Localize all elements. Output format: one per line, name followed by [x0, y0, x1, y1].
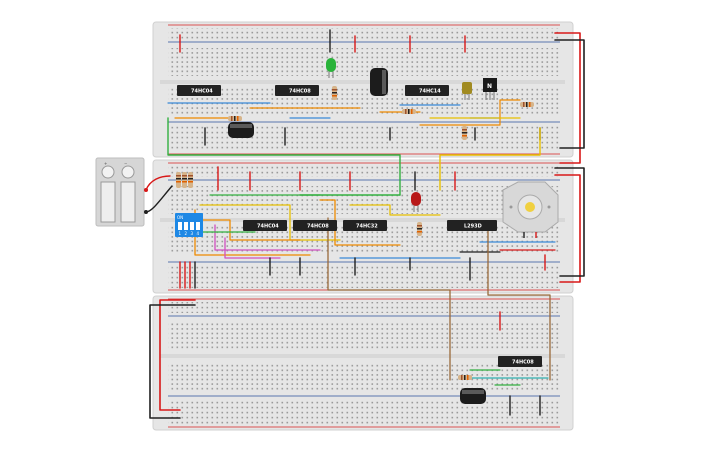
capacitor-ceramic[interactable]: [462, 82, 472, 100]
wire-red: [159, 299, 196, 411]
resistor: [228, 116, 242, 121]
chip-u8-label: 74HC08: [512, 360, 534, 366]
dip-switch-label: ON: [177, 215, 183, 220]
resistor: [188, 172, 193, 188]
chip-u6-label: 74HC32: [356, 224, 378, 230]
wire-black: [554, 39, 585, 149]
chip-u7-label: L293D: [464, 224, 482, 230]
resistor: [417, 222, 422, 236]
resistor: [176, 172, 181, 188]
resistor: [402, 109, 416, 114]
chip-u8[interactable]: 74HC08: [498, 356, 542, 367]
chip-u3-label: 74HC14: [419, 89, 441, 95]
chip-u4[interactable]: 74HC04: [243, 220, 287, 231]
resistors[interactable]: [176, 86, 534, 380]
resistor: [520, 102, 534, 107]
dip-switch[interactable]: ON 1 2 3 4: [175, 213, 203, 237]
led-green[interactable]: [326, 58, 336, 78]
resistor: [462, 126, 467, 140]
wire-red: [554, 32, 581, 164]
wire-black: [554, 167, 585, 277]
dip-switch-pos-3: 3: [191, 231, 194, 236]
battery-minus-label: −: [124, 161, 127, 166]
chip-u2[interactable]: 74HC08: [275, 85, 319, 96]
dip-switch-pos-2: 2: [185, 231, 188, 236]
chip-u5-label: 74HC08: [307, 224, 329, 230]
wires: [145, 29, 585, 419]
wire-black: [145, 185, 173, 213]
wire-red: [145, 175, 171, 191]
chip-u5[interactable]: 74HC08: [293, 220, 337, 231]
transistor[interactable]: N: [483, 78, 497, 100]
wire-red: [554, 174, 581, 283]
dip-switch-pos-4: 4: [197, 231, 200, 236]
chip-u2-label: 74HC08: [289, 89, 311, 95]
chip-u1[interactable]: 74HC04: [177, 85, 221, 96]
transistor-label: N: [487, 83, 492, 90]
chip-u3[interactable]: 74HC14: [405, 85, 449, 96]
chip-u7[interactable]: L293D: [447, 220, 497, 231]
resistor: [332, 86, 337, 100]
capacitor-electrolytic[interactable]: [370, 68, 388, 96]
chip-u4-label: 74HC04: [257, 224, 279, 230]
capacitor-electrolytic[interactable]: [228, 122, 254, 138]
resistor: [182, 172, 187, 188]
led-red[interactable]: [411, 192, 421, 212]
chip-u6[interactable]: 74HC32: [343, 220, 387, 231]
wire-black: [149, 304, 196, 419]
battery-plus-label: +: [104, 161, 107, 166]
chip-u1-label: 74HC04: [191, 89, 213, 95]
resistor: [458, 375, 472, 380]
dc-motor[interactable]: [502, 181, 559, 238]
dip-switch-pos-1: 1: [179, 231, 182, 236]
battery-pack[interactable]: + −: [95, 157, 148, 227]
capacitor-electrolytic[interactable]: [460, 388, 486, 404]
